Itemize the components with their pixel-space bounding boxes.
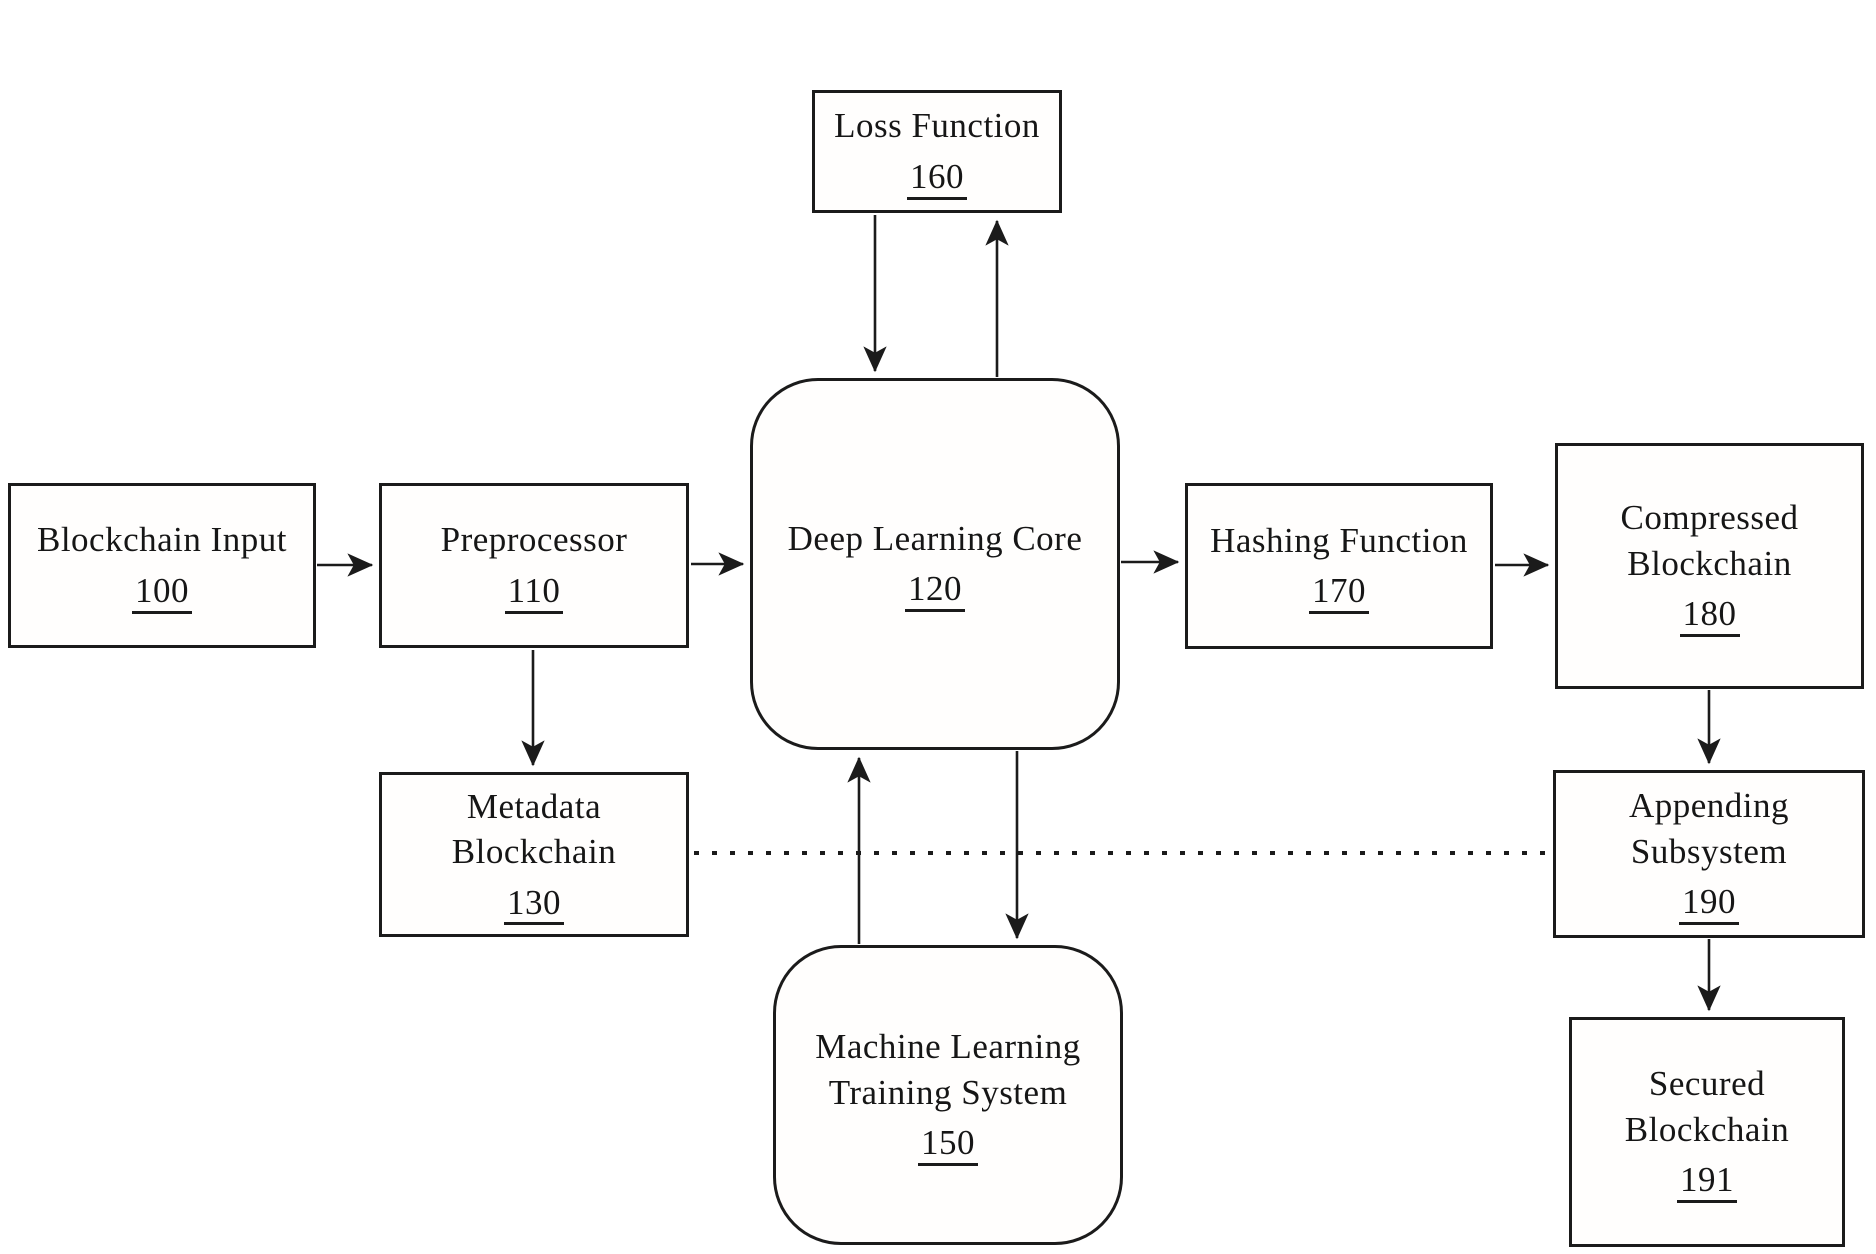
- node-ml-training-system: Machine Learning Training System 150: [773, 945, 1123, 1245]
- node-loss-function-number: 160: [907, 158, 967, 200]
- node-appending-subsystem: Appending Subsystem 190: [1553, 770, 1865, 938]
- node-metadata-blockchain-number: 130: [504, 884, 564, 926]
- node-deep-learning-core-title: Deep Learning Core: [787, 518, 1083, 558]
- node-deep-learning-core-number: 120: [905, 571, 965, 613]
- node-metadata-blockchain-title: Metadata Blockchain: [451, 786, 617, 872]
- node-deep-learning-core: Deep Learning Core 120: [750, 378, 1120, 750]
- node-compressed-blockchain-number: 180: [1679, 595, 1740, 637]
- node-metadata-blockchain: Metadata Blockchain 130: [379, 772, 689, 937]
- node-hashing-function-title: Hashing Function: [1210, 520, 1468, 560]
- node-hashing-function-number: 170: [1309, 573, 1369, 615]
- node-appending-subsystem-number: 190: [1679, 883, 1739, 925]
- node-ml-training-system-number: 150: [918, 1124, 978, 1166]
- node-blockchain-input: Blockchain Input 100: [8, 483, 316, 648]
- node-blockchain-input-title: Blockchain Input: [36, 520, 288, 560]
- node-secured-blockchain-title: Secured Blockchain: [1624, 1064, 1790, 1149]
- node-secured-blockchain-number: 191: [1677, 1161, 1737, 1203]
- node-loss-function-title: Loss Function: [834, 106, 1040, 146]
- node-preprocessor-title: Preprocessor: [440, 520, 628, 560]
- node-compressed-blockchain: Compressed Blockchain 180: [1555, 443, 1864, 689]
- node-preprocessor-number: 110: [504, 572, 564, 614]
- node-blockchain-input-number: 100: [132, 572, 192, 614]
- node-loss-function: Loss Function 160: [812, 90, 1062, 213]
- node-secured-blockchain: Secured Blockchain 191: [1569, 1017, 1845, 1247]
- node-hashing-function: Hashing Function 170: [1185, 483, 1493, 649]
- node-ml-training-system-title: Machine Learning Training System: [815, 1027, 1081, 1112]
- node-preprocessor: Preprocessor 110: [379, 483, 689, 648]
- node-appending-subsystem-title: Appending Subsystem: [1628, 786, 1790, 871]
- node-compressed-blockchain-title: Compressed Blockchain: [1620, 498, 1799, 583]
